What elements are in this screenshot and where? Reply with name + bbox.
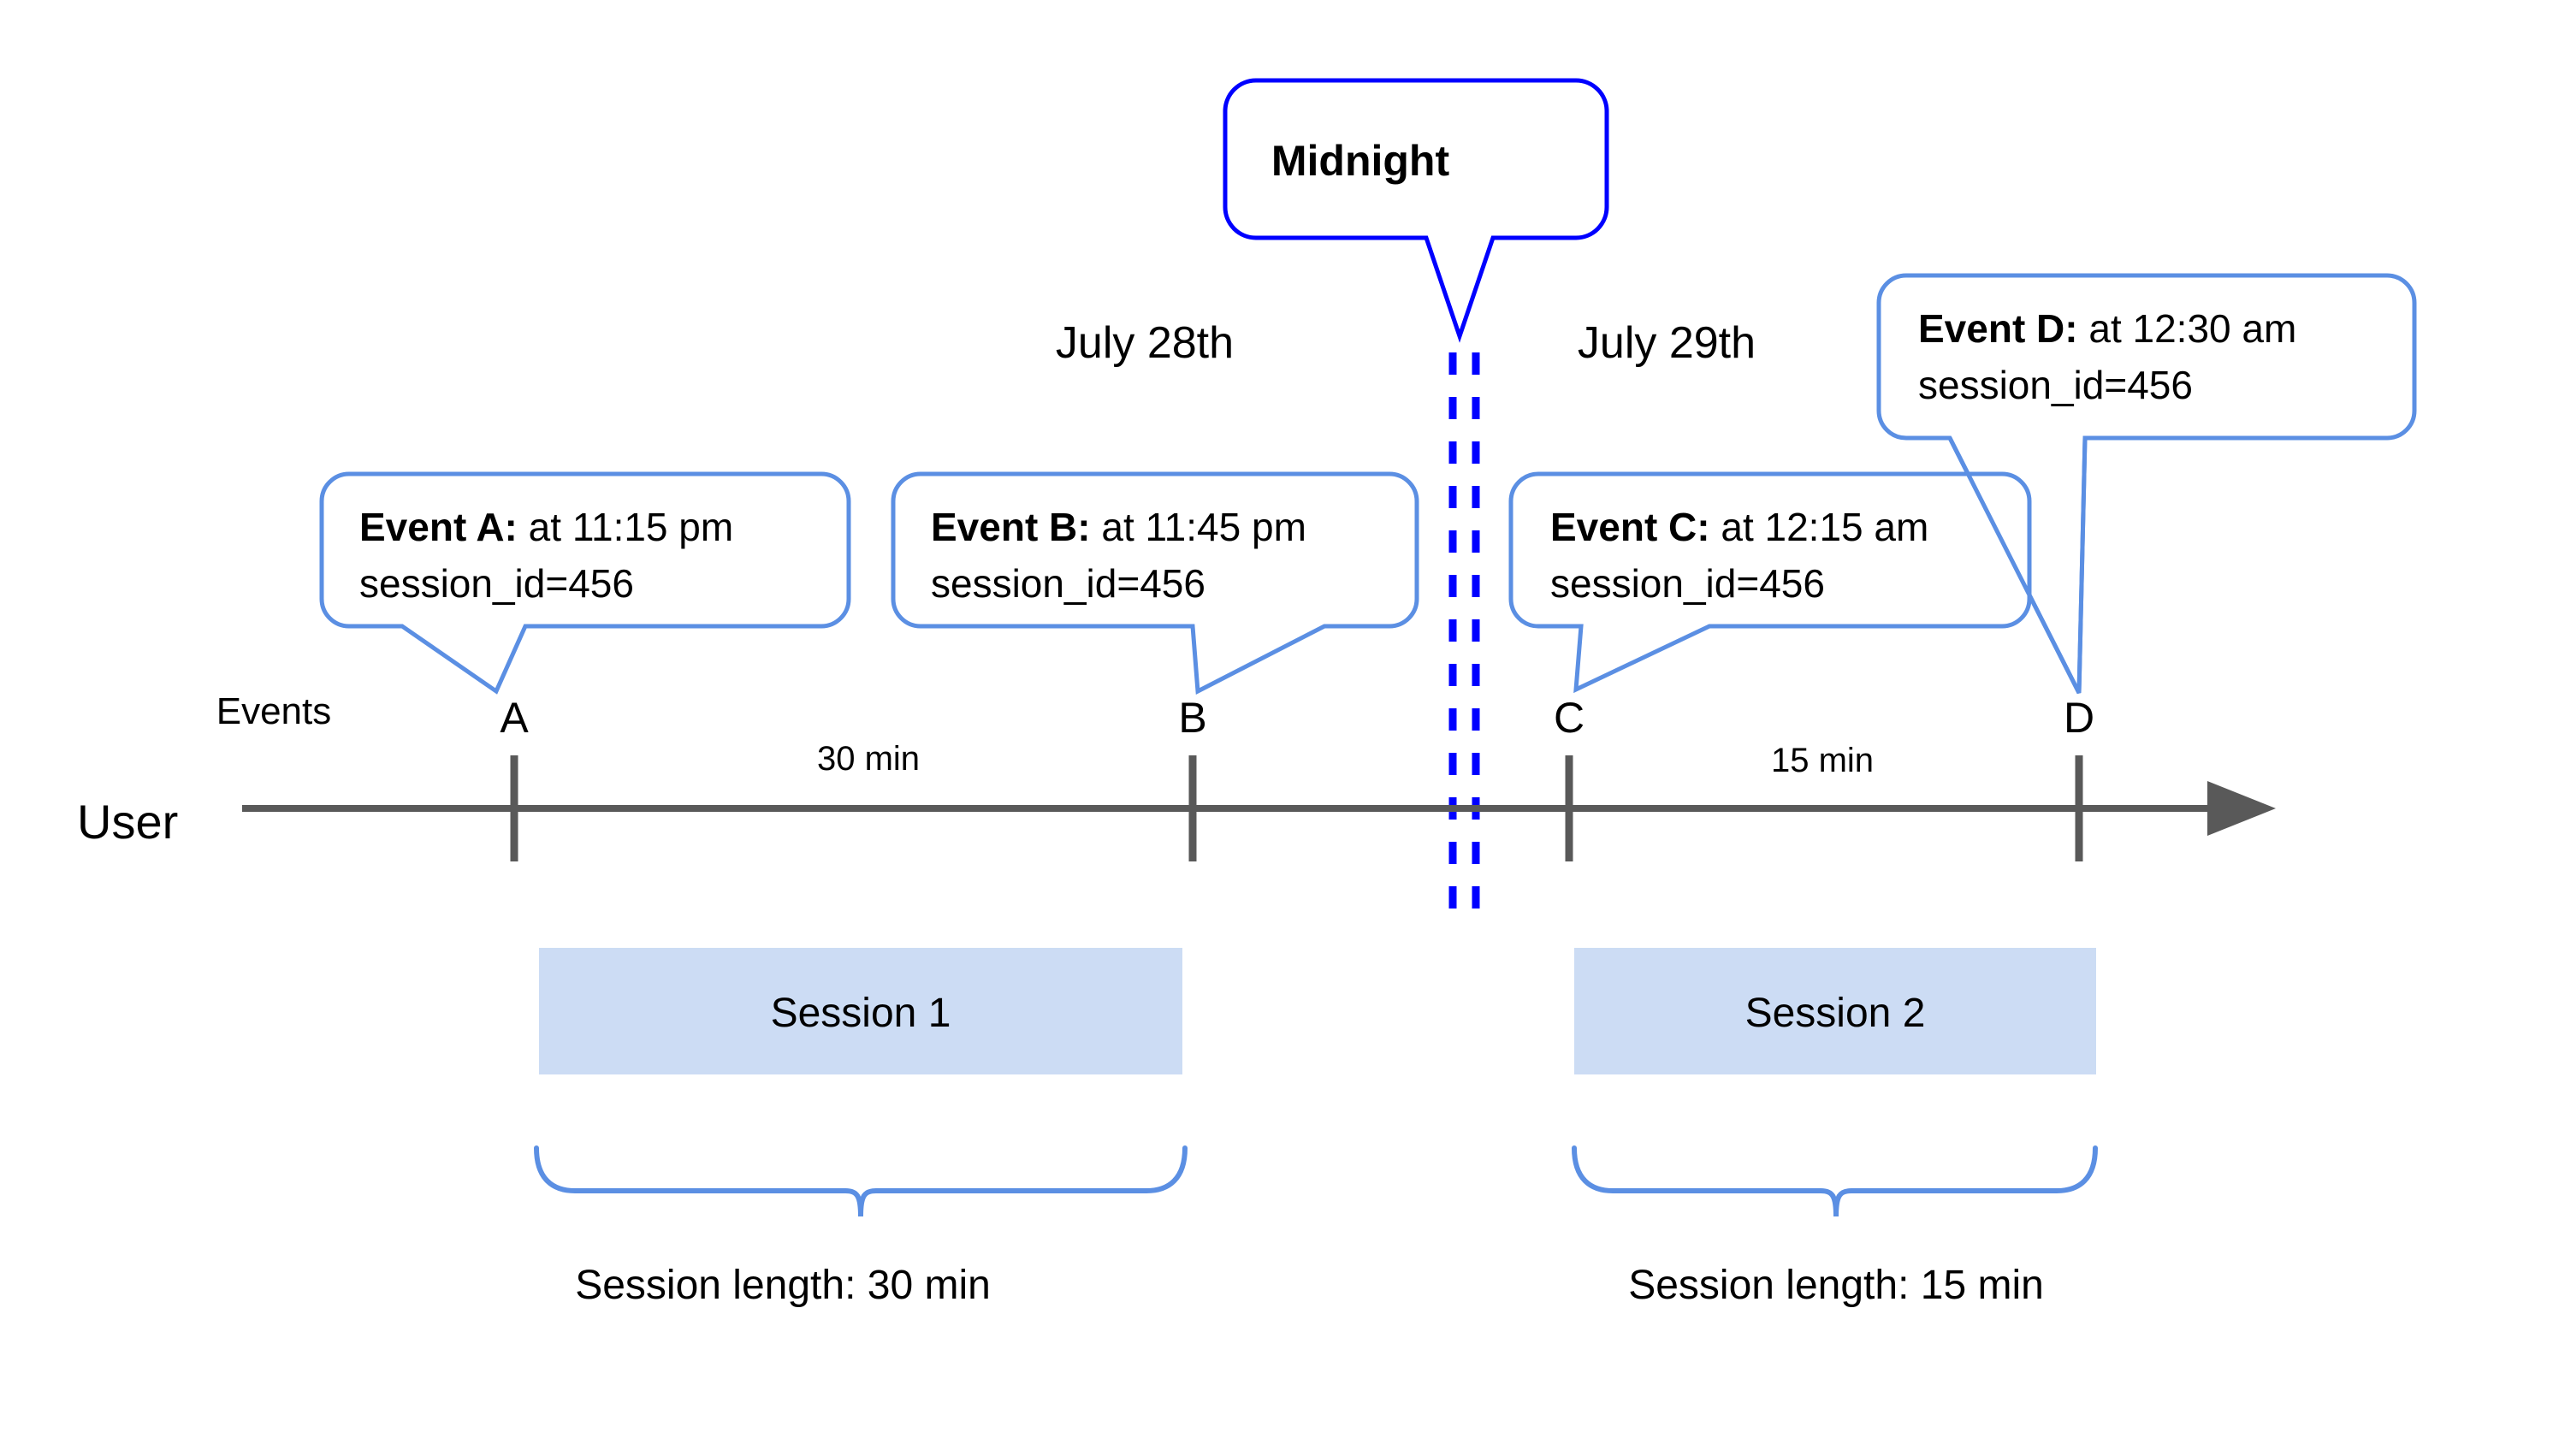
- event-callout-b-line1: Event B: at 11:45 pm: [931, 505, 1306, 549]
- event-callout-d-tail-overlay: [1947, 436, 2088, 695]
- session-1-brace-path: [534, 1145, 1188, 1217]
- midnight-callout-shape: [1223, 78, 1609, 343]
- midnight-label: Midnight: [1271, 137, 1450, 185]
- event-callout-d-line1: Event D: at 12:30 am: [1918, 306, 2296, 351]
- event-callout-d-line2: session_id=456: [1918, 363, 2193, 407]
- date-label-july-29: July 29th: [1578, 318, 1756, 368]
- session-2-label: Session 2: [1745, 991, 1926, 1036]
- timeline-axis: [242, 755, 2276, 861]
- event-callout-d-time: at 12:30 am: [2078, 306, 2297, 351]
- session-2-length-label: Session length: 15 min: [1628, 1263, 2044, 1308]
- event-callout-c-shape: [1508, 471, 2032, 694]
- session-block-2: Session 2: [1574, 948, 2096, 1074]
- session-2-rect: [1574, 948, 2096, 1074]
- event-callout-a-time: at 11:15 pm: [518, 505, 733, 549]
- event-callout-d-name: Event D:: [1918, 306, 2078, 351]
- event-callout-c-time: at 12:15 am: [1710, 505, 1929, 549]
- event-callout-d-shape: [1876, 273, 2417, 695]
- tick-label-d: D: [2064, 694, 2094, 742]
- session-1-rect: [539, 948, 1182, 1074]
- tick-label-b: B: [1178, 694, 1206, 742]
- event-callout-b-name: Event B:: [931, 505, 1091, 549]
- gap-label-15min: 15 min: [1771, 742, 1874, 779]
- event-callout-d: Event D: at 12:30 am session_id=456: [1876, 273, 2417, 695]
- session-block-1: Session 1: [539, 948, 1182, 1074]
- midnight-callout: Midnight: [1223, 78, 1609, 343]
- gap-label-30min: 30 min: [817, 740, 920, 778]
- date-label-july-28: July 28th: [1056, 318, 1234, 368]
- session-2-brace: [1572, 1145, 2098, 1217]
- event-callout-b-line2: session_id=456: [931, 561, 1205, 606]
- tick-label-c: C: [1554, 694, 1585, 742]
- session-2-brace-path: [1572, 1145, 2098, 1217]
- event-callout-c: Event C: at 12:15 am session_id=456: [1508, 471, 2032, 694]
- events-row-label: Events: [216, 690, 332, 732]
- event-callout-a-name: Event A:: [359, 505, 518, 549]
- session-1-brace: [534, 1145, 1188, 1217]
- event-callout-b-shape: [891, 471, 1419, 695]
- event-callout-a-line2: session_id=456: [359, 561, 634, 606]
- midnight-divider: [1448, 352, 1480, 924]
- event-callout-b-time: at 11:45 pm: [1091, 505, 1306, 549]
- event-callout-a: Event A: at 11:15 pm session_id=456: [319, 471, 851, 695]
- event-callout-c-name: Event C:: [1550, 505, 1710, 549]
- session-1-length-label: Session length: 30 min: [575, 1263, 991, 1308]
- event-callout-a-shape: [319, 471, 851, 695]
- session-1-label: Session 1: [771, 991, 951, 1036]
- user-row-label: User: [77, 795, 178, 849]
- event-callout-c-line2: session_id=456: [1550, 561, 1825, 606]
- event-callout-c-line1: Event C: at 12:15 am: [1550, 505, 1928, 549]
- tick-label-a: A: [500, 694, 529, 742]
- event-callout-a-line1: Event A: at 11:15 pm: [359, 505, 733, 549]
- event-callout-b: Event B: at 11:45 pm session_id=456: [891, 471, 1419, 695]
- event-callout-d-tail: [1947, 436, 2088, 695]
